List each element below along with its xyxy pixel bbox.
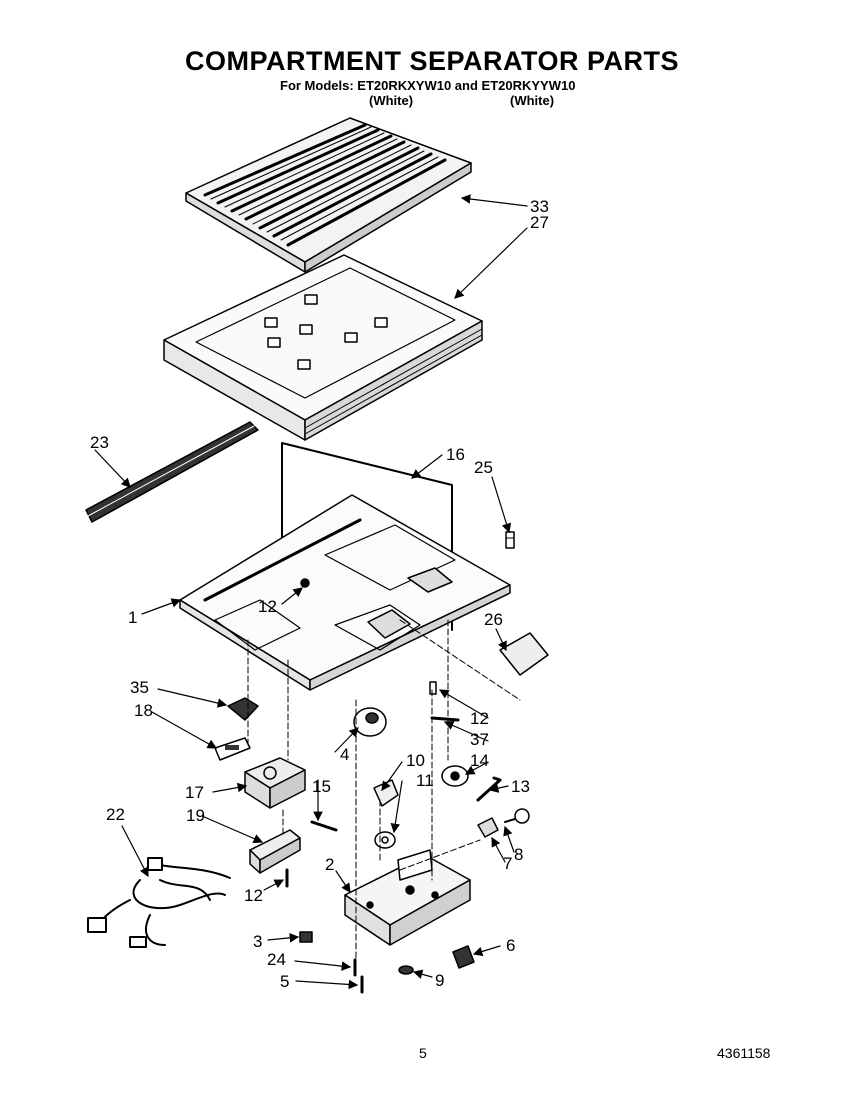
- part-2-mounting-bracket: [344, 849, 471, 946]
- callout-6: 6: [506, 936, 515, 955]
- part-4-damper: [353, 707, 387, 737]
- callout-15: 15: [312, 777, 331, 796]
- alignment-lines: [247, 619, 521, 961]
- part-19-bracket: [249, 829, 301, 874]
- callout-11: 11: [416, 771, 434, 790]
- part-9-washer: [398, 965, 414, 975]
- callout-23: 23: [90, 433, 109, 452]
- callout-5: 5: [280, 972, 289, 991]
- callout-8: 8: [514, 845, 523, 864]
- part-8-lamp: [504, 808, 530, 824]
- callout-1: 1: [128, 608, 137, 627]
- callout-35: 35: [130, 678, 149, 697]
- part-11-grommet: [374, 831, 396, 849]
- callout-12-b: 12: [470, 709, 489, 728]
- callout-26: 26: [484, 610, 503, 629]
- callout-12-c: 12: [244, 886, 263, 905]
- part-12-screw-b: [429, 681, 437, 695]
- callout-19: 19: [186, 806, 205, 825]
- part-27-frame: [163, 254, 483, 441]
- part-33-grille: [185, 117, 472, 273]
- callout-4: 4: [340, 745, 349, 764]
- part-37-spacer: [430, 716, 460, 722]
- part-14-fan-blade: [441, 765, 469, 787]
- callout-13: 13: [511, 777, 530, 796]
- callout-24: 24: [267, 950, 286, 969]
- callout-22: 22: [106, 805, 125, 824]
- part-22-wire-harness: [87, 857, 231, 948]
- callout-10: 10: [406, 751, 425, 770]
- part-26-insulation: [499, 632, 549, 676]
- part-23-seal-strip: [85, 421, 259, 523]
- callout-3: 3: [253, 932, 262, 951]
- callout-14: 14: [470, 751, 489, 770]
- part-3-clip: [299, 931, 313, 943]
- leader-lines: [94, 194, 528, 990]
- models-subtitle: For Models: ET20RKXYW10 and ET20RKYYW10: [280, 78, 576, 93]
- callout-16: 16: [446, 445, 465, 464]
- callout-labels: 33 27 23 16 25 1 12 26 35 18 12 37 10 14…: [90, 197, 549, 991]
- callout-12-a: 12: [258, 597, 277, 616]
- callout-27: 27: [530, 213, 549, 232]
- callout-18: 18: [134, 701, 153, 720]
- callout-37: 37: [470, 730, 489, 749]
- part-25-screw: [505, 531, 515, 549]
- part-18-dial-plate: [214, 737, 251, 761]
- callout-2: 2: [325, 855, 334, 874]
- model-color-2: (White): [510, 93, 555, 108]
- callout-17: 17: [185, 783, 204, 802]
- callout-25: 25: [474, 458, 493, 477]
- model-color-1: (White): [369, 93, 414, 108]
- part-17-control-housing: [244, 757, 306, 809]
- page-title: COMPARTMENT SEPARATOR PARTS: [184, 46, 679, 76]
- part-7-socket: [477, 817, 499, 838]
- page-number: 5: [419, 1045, 427, 1061]
- callout-9: 9: [435, 971, 444, 990]
- document-number: 4361158: [717, 1045, 771, 1061]
- part-6-connector: [452, 945, 475, 969]
- part-35-knob: [227, 697, 259, 721]
- callout-33: 33: [530, 197, 549, 216]
- part-15-rod: [310, 820, 338, 832]
- part-13-clip: [476, 776, 502, 802]
- callout-7: 7: [503, 854, 512, 873]
